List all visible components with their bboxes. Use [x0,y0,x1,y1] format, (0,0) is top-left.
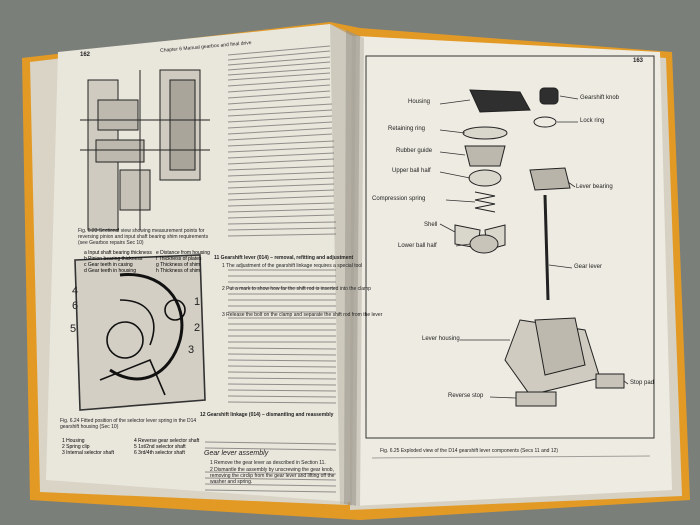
label-lock-ring: Lock ring [580,118,605,124]
label-compression-spring: Compression spring [372,196,426,202]
figure-6-24 [74,254,206,411]
key-item: 4 Reverse gear selector shaft [134,438,200,444]
fig-6-24-callout-6: 6 [72,300,79,312]
figure-6-25-parts [454,87,625,407]
left-page-text-lines [204,45,337,493]
label-lever-bearing: Lever bearing [576,184,613,190]
figure-6-25-frame [365,55,655,439]
fig-6-24-callout-5: 5 [70,323,77,335]
key-item: 6 3rd/4th selector shaft [134,450,185,456]
key-item: e Distance from housing [156,250,210,256]
key-item: 5 1st/2nd selector shaft [134,444,186,450]
key-item: 2 Spring clip [62,444,90,450]
section-12-heading: 12 Gearshift linkage (014) – dismantling… [200,412,334,418]
key-item: a Input shaft bearing thickness [84,250,152,256]
fig-6-25-caption: Fig. 6.25 Exploded view of the D14 gears… [380,448,559,454]
body-text-line: 3 Release the bolt on the clamp and sepa… [222,312,383,318]
label-retaining-ring: Retaining ring [388,126,426,132]
label-shell: Shell [424,222,438,228]
label-gear-lever: Gear lever [574,264,603,270]
label-gearshift-knob: Gearshift knob [580,95,620,101]
label-upper-ball-half: Upper ball half [392,168,431,174]
body-text-line: 2 Put a mark to show how far the shift r… [222,286,371,292]
label-stop-pad: Stop pad [630,380,655,386]
fig-6-24-key: 1 Housing 2 Spring clip 3 Internal selec… [62,438,202,456]
key-item: d Gear teeth in housing [84,268,136,274]
subheading-gear-lever: Gear lever assembly [204,450,269,457]
fig-6-24-caption: Fig. 6.24 Fitted position of the selecto… [60,418,197,430]
key-item: c Gear teeth in casing [84,262,133,268]
fig-6-23-key: a Input shaft bearing thickness b Pinion… [84,250,224,274]
section-11-heading: 11 Gearshift lever (014) – removal, refi… [214,255,354,261]
body-text-line: 2 Dismantle the assembly by unscrewing t… [210,467,335,485]
label-housing: Housing [408,99,431,105]
label-lever-housing: Lever housing [422,336,460,342]
key-item: 1 Housing [62,438,85,444]
figure-6-23 [80,69,210,231]
right-page [352,36,672,506]
label-reverse-stop: Reverse stop [448,393,484,399]
body-text-line: 1 Remove the gear lever as described in … [210,460,326,466]
fig-6-24-callout-3: 3 [188,344,195,356]
key-item: h Thickness of shim [156,268,201,274]
fig-6-24-callout-4: 4 [72,285,79,297]
key-item: g Thickness of shim [156,262,201,268]
label-lower-ball-half: Lower ball half [398,243,437,249]
fig-6-23-caption: Fig. 6.23 Sectional view showing measure… [78,228,209,246]
fig-6-24-callout-1: 1 [194,296,201,308]
key-item: 3 Internal selector shaft [62,450,114,456]
left-page-number: 162 [80,52,91,58]
figure-6-25-leader-lines [439,95,629,399]
body-text-line: 1 The adjustment of the gearshift linkag… [222,263,363,269]
key-item: b Pinion bearing thickness [84,256,143,262]
key-item: f Thickness of plates [156,256,202,262]
right-page-number: 163 [633,58,644,64]
label-rubber-guide: Rubber guide [396,148,433,154]
fig-6-24-callout-2: 2 [194,322,201,334]
right-page-caption-line [371,455,651,459]
